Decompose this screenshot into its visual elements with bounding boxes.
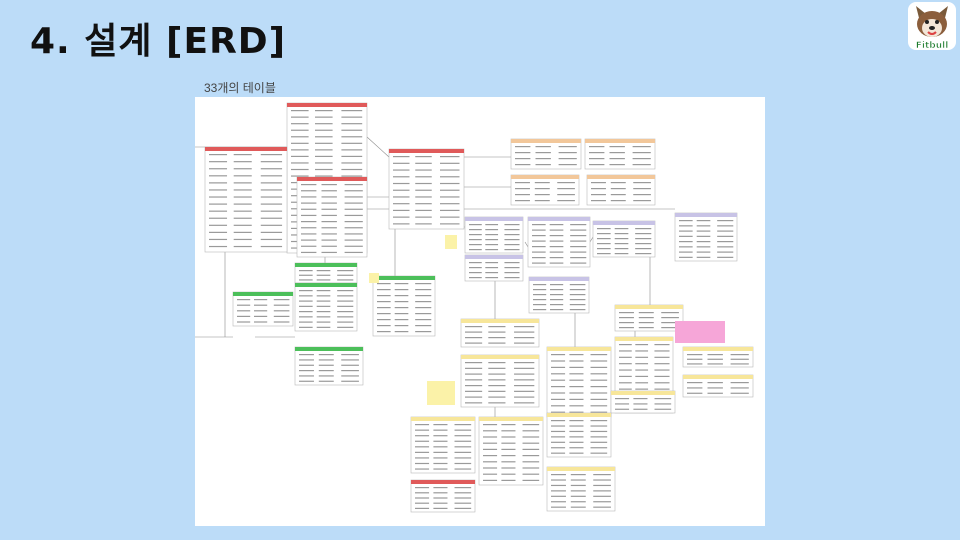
erd-table: [614, 304, 684, 332]
erd-table: [294, 282, 358, 332]
erd-note-yellow: [427, 381, 455, 405]
erd-table: [294, 262, 358, 284]
erd-table: [460, 318, 540, 348]
relationship-line: [366, 136, 390, 158]
erd-table: [372, 275, 436, 337]
erd-table: [204, 146, 288, 253]
erd-table: [460, 354, 540, 408]
erd-canvas: [195, 102, 754, 513]
fitbull-logo: Fitbull: [906, 0, 958, 52]
erd-table: [546, 466, 616, 512]
erd-table: [296, 176, 368, 258]
erd-table: [610, 390, 676, 414]
erd-note-small: [445, 235, 457, 249]
erd-table: [510, 138, 582, 170]
erd-diagram-image: [195, 97, 765, 526]
logo-text: Fitbull: [916, 41, 949, 51]
erd-table: [674, 212, 738, 262]
erd-table: [528, 276, 590, 314]
table-count-caption: 33개의 테이블: [204, 81, 276, 95]
erd-table: [586, 174, 656, 206]
relationship-line: [524, 241, 529, 248]
erd-note-small: [369, 273, 379, 283]
relationship-line: [589, 236, 594, 243]
erd-table: [478, 416, 544, 486]
erd-table: [546, 346, 612, 418]
erd-table: [232, 291, 294, 327]
erd-table: [410, 479, 476, 513]
erd-table: [464, 216, 524, 254]
erd-table: [464, 254, 524, 282]
slide-title: 4. 설계 [ERD]: [30, 21, 287, 62]
erd-table: [388, 148, 465, 230]
husky-dog-logo-icon: Fitbull: [908, 2, 956, 51]
erd-table: [527, 216, 591, 268]
erd-table: [584, 138, 656, 170]
erd-table: [294, 346, 364, 386]
erd-table: [592, 220, 656, 258]
erd-table: [682, 374, 754, 398]
erd-table: [510, 174, 580, 206]
erd-table: [546, 412, 612, 458]
erd-note-pink: [675, 321, 725, 343]
erd-table: [410, 416, 476, 474]
erd-table: [682, 346, 754, 368]
